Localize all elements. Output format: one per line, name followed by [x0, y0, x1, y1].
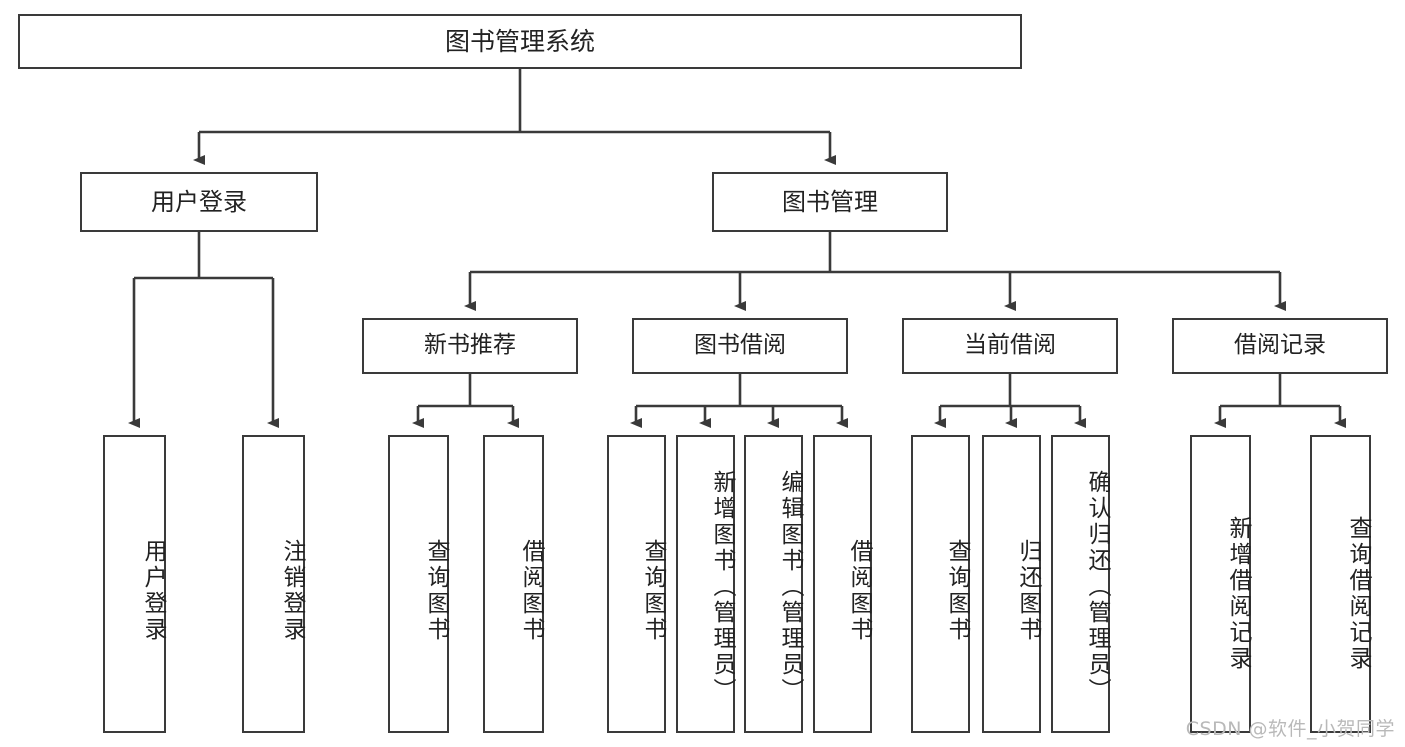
- node-current-borrow[interactable]: 当前借阅: [902, 318, 1118, 374]
- node-leaf-borrow-book-1-label: 借阅图书: [518, 539, 544, 643]
- node-leaf-query-book-1-label: 查询图书: [423, 539, 449, 643]
- node-leaf-confirm-return-label: 确认归还（管理员）: [1084, 470, 1110, 704]
- node-leaf-query-book-1[interactable]: 查询图书: [388, 435, 449, 733]
- csdn-watermark: CSDN @软件_小贺同学: [1185, 718, 1395, 740]
- node-book-borrow-label: 图书借阅: [694, 332, 786, 359]
- node-leaf-query-borrow-record[interactable]: 查询借阅记录: [1310, 435, 1371, 733]
- node-new-book-recommend[interactable]: 新书推荐: [362, 318, 578, 374]
- node-leaf-query-book-2[interactable]: 查询图书: [607, 435, 666, 733]
- node-root-system[interactable]: 图书管理系统: [18, 14, 1022, 69]
- node-book-borrow[interactable]: 图书借阅: [632, 318, 848, 374]
- node-borrow-record[interactable]: 借阅记录: [1172, 318, 1388, 374]
- node-book-manage-label: 图书管理: [782, 187, 878, 216]
- node-leaf-edit-book-admin-label: 编辑图书（管理员）: [777, 470, 803, 704]
- node-leaf-borrow-book-2[interactable]: 借阅图书: [813, 435, 872, 733]
- node-leaf-user-login-label: 用户登录: [140, 539, 166, 643]
- node-leaf-query-book-2-label: 查询图书: [640, 539, 666, 643]
- node-root-label: 图书管理系统: [444, 26, 595, 56]
- node-user-login[interactable]: 用户登录: [80, 172, 318, 232]
- node-leaf-query-book-3[interactable]: 查询图书: [911, 435, 970, 733]
- node-current-borrow-label: 当前借阅: [964, 332, 1056, 359]
- node-leaf-logout-login[interactable]: 注销登录: [242, 435, 305, 733]
- node-leaf-user-login[interactable]: 用户登录: [103, 435, 166, 733]
- node-leaf-return-book[interactable]: 归还图书: [982, 435, 1041, 733]
- node-leaf-add-book-admin-label: 新增图书（管理员）: [709, 470, 735, 704]
- node-book-manage[interactable]: 图书管理: [712, 172, 948, 232]
- node-leaf-logout-login-label: 注销登录: [279, 539, 305, 643]
- node-leaf-return-book-label: 归还图书: [1015, 539, 1041, 643]
- node-leaf-confirm-return[interactable]: 确认归还（管理员）: [1051, 435, 1110, 733]
- node-new-book-recommend-label: 新书推荐: [424, 332, 516, 359]
- node-user-login-label: 用户登录: [151, 187, 247, 216]
- node-leaf-borrow-book-2-label: 借阅图书: [846, 539, 872, 643]
- node-leaf-add-borrow-record-label: 新增借阅记录: [1225, 516, 1251, 672]
- node-leaf-borrow-book-1[interactable]: 借阅图书: [483, 435, 544, 733]
- node-leaf-query-book-3-label: 查询图书: [944, 539, 970, 643]
- node-leaf-edit-book-admin[interactable]: 编辑图书（管理员）: [744, 435, 803, 733]
- node-leaf-add-borrow-record[interactable]: 新增借阅记录: [1190, 435, 1251, 733]
- node-leaf-add-book-admin[interactable]: 新增图书（管理员）: [676, 435, 735, 733]
- node-leaf-query-borrow-record-label: 查询借阅记录: [1345, 516, 1371, 672]
- node-borrow-record-label: 借阅记录: [1234, 332, 1326, 359]
